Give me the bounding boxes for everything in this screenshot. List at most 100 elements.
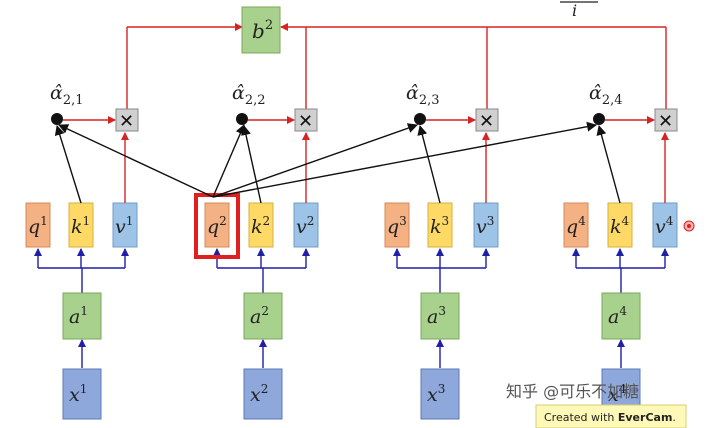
q3-label-sup: 3 bbox=[399, 214, 407, 228]
query-to-score-arrow bbox=[58, 124, 214, 198]
multiply-icon: ✕ bbox=[298, 111, 313, 132]
v3-label-sup: 3 bbox=[487, 214, 495, 228]
a4-box: a4 bbox=[601, 292, 641, 340]
v3-label: v3 bbox=[476, 214, 494, 238]
x2-box: x2 bbox=[243, 368, 283, 420]
key-to-score-arrow bbox=[417, 125, 441, 204]
v1-box: v1 bbox=[112, 202, 138, 248]
k2-label-base: k bbox=[251, 216, 263, 238]
x4-label-base: x bbox=[608, 384, 619, 406]
multiply-icon: ✕ bbox=[658, 111, 673, 132]
multiply-node-1: ✕ bbox=[115, 108, 139, 132]
x3-label: x3 bbox=[427, 382, 445, 406]
output-sup: 2 bbox=[265, 18, 273, 33]
v4-label-base: v bbox=[655, 216, 666, 238]
a2-label-sup: 2 bbox=[261, 304, 269, 318]
svg-text:b2: b2 bbox=[252, 18, 273, 43]
q2-label: q2 bbox=[207, 214, 227, 238]
x1-label: x1 bbox=[69, 382, 87, 406]
attention-label-sub: 2,3 bbox=[419, 93, 440, 108]
output-base: b bbox=[252, 19, 265, 43]
a1-label-base: a bbox=[69, 306, 80, 328]
watermark: 知乎 @可乐不加糖 bbox=[506, 382, 639, 401]
multiply-icon: ✕ bbox=[119, 111, 134, 132]
recording-cursor-core bbox=[687, 224, 691, 228]
x1-label-base: x bbox=[69, 384, 80, 406]
a3-label-sup: 3 bbox=[438, 304, 446, 318]
x3-box: x3 bbox=[420, 368, 460, 420]
q3-label: q3 bbox=[387, 214, 407, 238]
evercam-prefix: Created with bbox=[544, 411, 618, 424]
a3-label: a3 bbox=[427, 304, 446, 328]
attention-label-base: α̂ bbox=[232, 82, 245, 104]
a1-label-sup: 1 bbox=[80, 304, 88, 318]
attention-label-base: α̂ bbox=[406, 82, 419, 104]
v2-label-sup: 2 bbox=[307, 214, 315, 228]
multiply-node-3: ✕ bbox=[475, 108, 499, 132]
x4-label: x4 bbox=[608, 382, 627, 406]
q4-label: q4 bbox=[566, 214, 586, 238]
v1-label: v1 bbox=[115, 214, 133, 238]
q2-box: q2 bbox=[204, 202, 230, 248]
q1-label-base: q bbox=[28, 216, 40, 238]
attention-score-dot bbox=[51, 113, 63, 125]
k1-label-sup: 1 bbox=[83, 214, 91, 228]
k2-box: k2 bbox=[248, 202, 274, 248]
v1-label-sup: 1 bbox=[126, 214, 134, 228]
x3-label-sup: 3 bbox=[438, 382, 446, 396]
k3-box: k3 bbox=[427, 202, 453, 248]
attention-label-4: α̂2,4 bbox=[589, 82, 623, 108]
q2-label-base: q bbox=[207, 216, 219, 238]
evercam-badge: Created with EverCam. bbox=[535, 404, 687, 428]
query-to-score-arrow bbox=[212, 121, 597, 198]
attention-arrows bbox=[54, 121, 621, 204]
a3-label-base: a bbox=[427, 306, 438, 328]
k3-label-sup: 3 bbox=[442, 214, 450, 228]
key-to-score-arrow bbox=[54, 125, 82, 204]
x2-label-base: x bbox=[250, 384, 261, 406]
k3-label: k3 bbox=[430, 214, 449, 238]
q3-box: q3 bbox=[384, 202, 410, 248]
key-to-score-arrow bbox=[241, 125, 262, 204]
multiply-icon: ✕ bbox=[479, 111, 494, 132]
x4-label-sup: 4 bbox=[619, 382, 627, 396]
attention-label-base: α̂ bbox=[589, 82, 602, 104]
k4-label-sup: 4 bbox=[622, 214, 630, 228]
attention-label-sub: 2,2 bbox=[245, 93, 266, 108]
attention-label-1: α̂2,1 bbox=[50, 82, 84, 108]
output-b2: b2 bbox=[241, 6, 281, 54]
attention-label-3: α̂2,3 bbox=[406, 82, 440, 108]
x1-box: x1 bbox=[62, 368, 102, 420]
svg-text:Created with EverCam.: Created with EverCam. bbox=[544, 411, 676, 424]
k1-label-base: k bbox=[71, 216, 83, 238]
attention-score-dot bbox=[414, 113, 426, 125]
multiply-node-4: ✕ bbox=[654, 108, 678, 132]
title-fragment: i bbox=[572, 1, 577, 20]
v2-label: v2 bbox=[296, 214, 314, 238]
multiply-node-2: ✕ bbox=[294, 108, 318, 132]
v1-label-base: v bbox=[115, 216, 126, 238]
a2-label-base: a bbox=[250, 306, 261, 328]
a4-label-sup: 4 bbox=[619, 304, 627, 318]
q2-label-sup: 2 bbox=[219, 214, 227, 228]
a4-label-base: a bbox=[608, 306, 619, 328]
k1-label: k1 bbox=[71, 214, 90, 238]
attention-label-sub: 2,4 bbox=[602, 93, 623, 108]
a1-label: a1 bbox=[69, 304, 88, 328]
k2-label-sup: 2 bbox=[263, 214, 271, 228]
attention-label-base: α̂ bbox=[50, 82, 63, 104]
v4-label: v4 bbox=[655, 214, 674, 238]
q1-label-sup: 1 bbox=[40, 214, 48, 228]
q1-box: q1 bbox=[25, 202, 51, 248]
attention-label-sub: 2,1 bbox=[63, 93, 84, 108]
a2-box: a2 bbox=[243, 292, 283, 340]
q4-box: q4 bbox=[563, 202, 589, 248]
query-to-score-arrow bbox=[212, 123, 418, 198]
x2-label: x2 bbox=[250, 382, 268, 406]
v3-box: v3 bbox=[473, 202, 499, 248]
a4-label: a4 bbox=[608, 304, 627, 328]
